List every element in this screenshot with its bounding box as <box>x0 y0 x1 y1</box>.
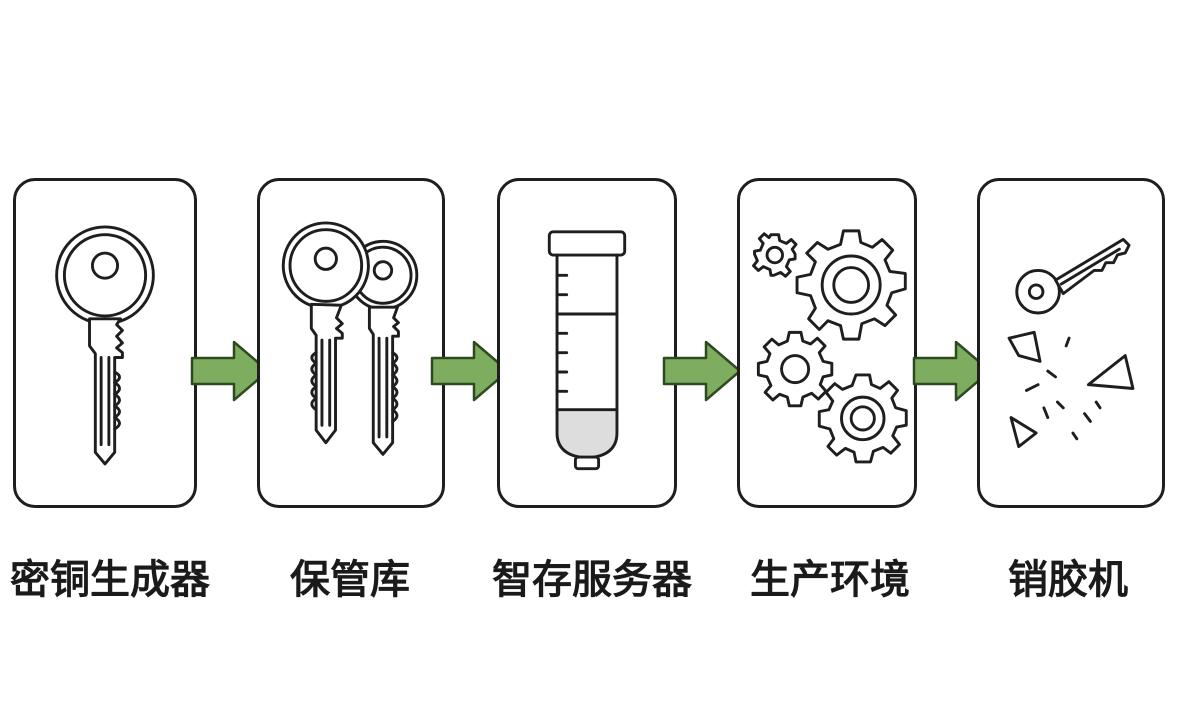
arrow-right-icon <box>430 340 510 402</box>
step-panel-production <box>737 178 917 508</box>
gears-icon <box>752 229 908 464</box>
step-label-key-generator: 密铜生成器 <box>10 557 210 603</box>
broken-key-icon <box>1007 237 1135 449</box>
step-panel-key-generator <box>13 178 197 508</box>
arrow-right-icon <box>662 340 742 402</box>
test-tube-icon <box>547 230 627 471</box>
step-label-destruction: 销胶机 <box>1008 557 1128 603</box>
step-label-production: 生产环境 <box>750 557 910 603</box>
step-panel-storage-server <box>497 178 677 508</box>
step-panel-destruction <box>977 178 1165 508</box>
key-icon <box>55 225 155 466</box>
arrow-right-icon <box>190 340 270 402</box>
step-label-storage-server: 智存服务器 <box>492 557 692 603</box>
arrow-right-icon <box>912 340 992 402</box>
two-keys-icon <box>281 221 419 456</box>
step-label-vault: 保管库 <box>290 557 410 603</box>
step-panel-vault <box>257 178 445 508</box>
